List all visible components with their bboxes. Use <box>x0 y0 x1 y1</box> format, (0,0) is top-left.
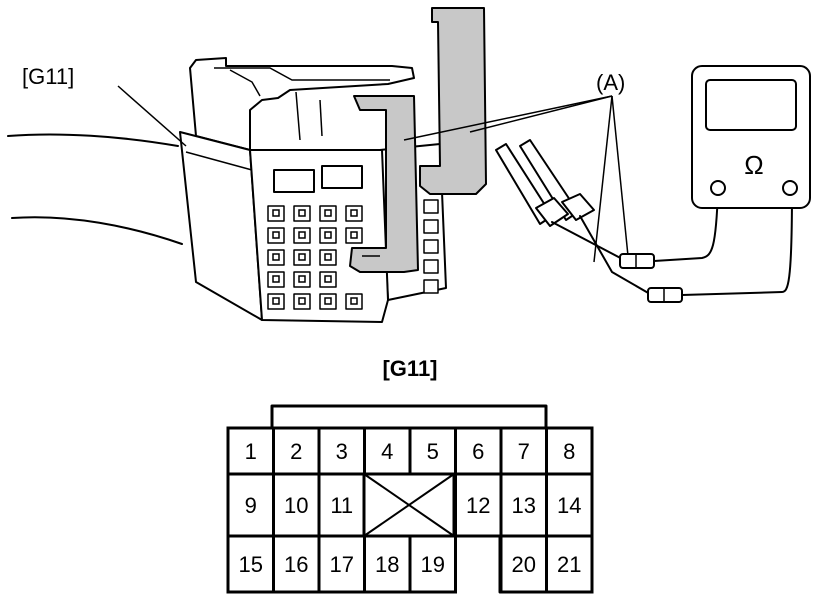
connector-cavity <box>423 199 439 214</box>
connector-cavity <box>423 219 439 234</box>
connector-cavity <box>423 259 439 274</box>
pin-number: 4 <box>381 439 393 464</box>
probe-label: (A) <box>596 70 625 95</box>
pin-number: 13 <box>512 493 536 518</box>
connector-cavity <box>267 293 285 310</box>
connector-illustration: [G11] (A) <box>7 7 811 323</box>
connector-latch-slot <box>321 165 363 189</box>
connector-cavity <box>293 271 311 288</box>
pin-cell <box>408 534 457 594</box>
connector-cavity <box>423 279 439 294</box>
wire-harness <box>7 133 183 245</box>
blank-cavity <box>362 472 456 538</box>
cavity-terminal <box>350 231 358 239</box>
cavity-terminal <box>272 297 280 305</box>
test-probe-a-right <box>419 7 487 195</box>
cavity-terminal <box>298 231 306 239</box>
pin-cell <box>408 426 457 476</box>
ohmmeter: Ω <box>691 65 811 209</box>
cavity-terminal <box>272 253 280 261</box>
pin-number: 11 <box>330 493 353 518</box>
cavity-terminal <box>324 275 332 283</box>
connector-label: [G11] <box>22 64 74 89</box>
pin-number: 15 <box>239 552 263 577</box>
pin-number: 16 <box>284 552 308 577</box>
pin-number: 12 <box>466 493 490 518</box>
cavity-terminal <box>272 209 280 217</box>
pin-number: 19 <box>421 552 445 577</box>
connector-cavity <box>293 293 311 310</box>
cavity-terminal <box>272 231 280 239</box>
ohm-symbol: Ω <box>744 150 763 180</box>
connector-cavity <box>293 249 311 266</box>
connector-cavity <box>345 227 363 244</box>
cavity-terminal <box>298 253 306 261</box>
pin-cell <box>272 534 321 594</box>
cavity-terminal <box>272 275 280 283</box>
connector-cavity <box>319 205 337 222</box>
connector-cavity <box>345 293 363 310</box>
test-probe-a-left <box>349 95 419 273</box>
cavity-terminal <box>350 297 358 305</box>
pin-cell <box>317 534 366 594</box>
connector-cavity <box>267 271 285 288</box>
pin-cell <box>545 534 594 594</box>
pin-cell <box>226 534 275 594</box>
connector-cavity <box>293 205 311 222</box>
probe-leader-lines <box>403 95 629 263</box>
connector-cavity <box>345 205 363 222</box>
connector-cavities <box>267 165 439 310</box>
pin-number: 21 <box>557 552 581 577</box>
connector-cavity <box>267 205 285 222</box>
connector-cavity <box>319 227 337 244</box>
pin-number: 3 <box>336 439 348 464</box>
probe-leads <box>495 139 793 303</box>
connector-lock-tab <box>270 404 548 430</box>
cavity-terminal <box>298 275 306 283</box>
pin-number: 5 <box>427 439 439 464</box>
pin-number: 18 <box>375 552 399 577</box>
pin-number: 2 <box>290 439 302 464</box>
pin-cell <box>317 472 366 538</box>
cavity-terminal <box>324 231 332 239</box>
pin-number: 9 <box>245 493 257 518</box>
cavity-terminal <box>324 209 332 217</box>
pin-cell <box>545 472 594 538</box>
cavity-terminal <box>324 297 332 305</box>
pin-number: 1 <box>245 439 257 464</box>
pin-number: 14 <box>557 493 581 518</box>
cavity-terminal <box>298 209 306 217</box>
connector-notch <box>452 534 502 594</box>
connector-cavity <box>423 239 439 254</box>
cavity-terminal <box>298 297 306 305</box>
connector-cavity <box>267 249 285 266</box>
pin-number: 20 <box>512 552 536 577</box>
pin-cell <box>363 534 412 594</box>
pin-number: 8 <box>563 439 575 464</box>
pin-number: 17 <box>330 552 354 577</box>
connector-cavity <box>293 227 311 244</box>
connector-cavity <box>267 227 285 244</box>
connector-cavity <box>319 271 337 288</box>
pinout-title: [G11] <box>382 356 437 381</box>
pin-cell <box>272 426 321 476</box>
connector-cavity <box>319 293 337 310</box>
pin-number: 7 <box>518 439 530 464</box>
connector-cavity <box>319 249 337 266</box>
cavity-terminal <box>350 209 358 217</box>
cavity-terminal <box>324 253 332 261</box>
pin-number: 10 <box>284 493 308 518</box>
pin-number: 6 <box>472 439 484 464</box>
connector-latch-slot <box>273 169 315 193</box>
pin-cell <box>226 426 275 476</box>
